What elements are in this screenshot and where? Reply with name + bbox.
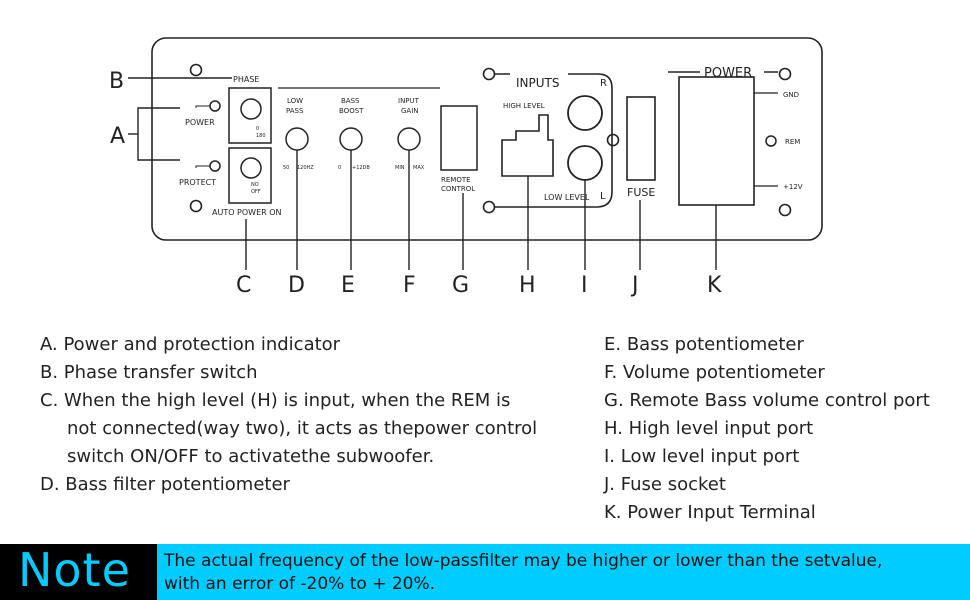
inputs-frame bbox=[495, 73, 613, 208]
callout-f: F bbox=[403, 273, 416, 298]
auto-switch-label-no: NO bbox=[251, 182, 259, 188]
power-input-terminal[interactable] bbox=[678, 76, 755, 206]
legend-item-c: C. When the high level (H) is input, whe… bbox=[40, 390, 511, 411]
legend-item-a: A. Power and protection indicator bbox=[40, 334, 341, 355]
fuse-socket[interactable] bbox=[626, 96, 656, 181]
legend-item-b: B. Phase transfer switch bbox=[40, 362, 258, 383]
screw-hole bbox=[606, 133, 620, 147]
input-gain-label-2: GAIN bbox=[401, 107, 419, 115]
callout-b: B bbox=[109, 69, 124, 94]
legend-item-j: J. Fuse socket bbox=[604, 474, 726, 495]
power-terminal-label: POWER bbox=[704, 66, 752, 81]
phase-switch[interactable] bbox=[228, 87, 272, 144]
remote-control-port[interactable] bbox=[440, 105, 478, 171]
auto-power-switch[interactable] bbox=[228, 147, 272, 204]
rem-led bbox=[765, 135, 777, 147]
note-title-box: Note bbox=[0, 543, 157, 600]
legend-item-c-line2: not connected(way two), it acts as thepo… bbox=[67, 418, 538, 439]
inputs-label: INPUTS bbox=[516, 76, 559, 90]
callout-c: C bbox=[236, 273, 251, 298]
v12-label: +12V bbox=[783, 183, 803, 191]
phase-switch-label-0: 0 bbox=[256, 126, 259, 132]
legend-item-i: I. Low level input port bbox=[604, 446, 800, 467]
rca-left-jack[interactable] bbox=[567, 145, 603, 181]
low-pass-label-2: PASS bbox=[286, 107, 304, 115]
power-led bbox=[209, 100, 221, 112]
screw-hole bbox=[778, 203, 792, 217]
gnd-label: GND bbox=[783, 91, 799, 99]
bass-boost-scale-min: 0 bbox=[338, 165, 341, 171]
low-pass-knob[interactable] bbox=[285, 127, 309, 151]
fuse-label: FUSE bbox=[627, 186, 655, 199]
input-gain-label-1: INPUT bbox=[398, 97, 420, 105]
note-title: Note bbox=[18, 543, 131, 597]
callout-k: K bbox=[707, 273, 722, 298]
low-level-label: LOW LEVEL bbox=[544, 193, 590, 202]
legend-item-d: D. Bass filter potentiometer bbox=[40, 474, 290, 495]
remote-control-label-2: CONTROL bbox=[441, 185, 475, 193]
callout-e: E bbox=[341, 273, 355, 298]
note-text-line1: The actual frequency of the low-passfilt… bbox=[164, 551, 883, 571]
screw-hole bbox=[189, 199, 203, 213]
bass-boost-scale-max: +12DB bbox=[352, 165, 370, 171]
screw-hole bbox=[482, 67, 496, 81]
phase-switch-label-180: 180 bbox=[256, 133, 266, 139]
amplifier-panel-diagram: B PHASE A POWER PROTECT 0 180 NO OFF AUT… bbox=[109, 37, 823, 298]
legend-item-f: F. Volume potentiometer bbox=[604, 362, 825, 383]
callout-g: G bbox=[452, 273, 469, 298]
high-level-label: HIGH LEVEL bbox=[503, 102, 545, 110]
input-gain-knob[interactable] bbox=[397, 127, 421, 151]
screw-hole bbox=[189, 63, 203, 77]
channel-l-label: L bbox=[600, 191, 606, 202]
protect-label: PROTECT bbox=[179, 178, 216, 187]
legend-item-h: H. High level input port bbox=[604, 418, 814, 439]
callout-i: I bbox=[581, 273, 588, 298]
auto-power-on-label: AUTO POWER ON bbox=[212, 208, 282, 217]
bass-boost-knob[interactable] bbox=[339, 127, 363, 151]
protect-led bbox=[209, 160, 221, 172]
legend-item-k: K. Power Input Terminal bbox=[604, 502, 816, 523]
phase-label: PHASE bbox=[233, 75, 259, 84]
legend-left: A. Power and protection indicator B. Pha… bbox=[40, 331, 537, 499]
legend-right: E. Bass potentiometer F. Volume potentio… bbox=[604, 331, 930, 527]
low-pass-scale-min: 50 bbox=[283, 165, 289, 171]
bass-boost-label-2: BOOST bbox=[339, 107, 364, 115]
phase-switch-knob[interactable] bbox=[240, 98, 262, 120]
callout-d: D bbox=[288, 273, 305, 298]
callout-h: H bbox=[519, 273, 536, 298]
bass-boost-label-1: BASS bbox=[341, 97, 360, 105]
callout-j: J bbox=[630, 273, 639, 298]
rca-right-jack[interactable] bbox=[567, 95, 603, 131]
remote-control-label-1: REMOTE bbox=[441, 176, 471, 184]
panel-outline bbox=[151, 37, 823, 241]
rem-label: REM bbox=[785, 138, 800, 146]
legend-item-c-line3: switch ON/OFF to activatethe subwoofer. bbox=[67, 446, 435, 467]
power-label: POWER bbox=[185, 118, 215, 127]
input-gain-scale-max: MAX bbox=[413, 165, 425, 171]
high-level-input-port[interactable] bbox=[501, 114, 554, 177]
callout-a-bracket bbox=[137, 107, 180, 161]
channel-r-label: R bbox=[600, 78, 607, 89]
callout-a: A bbox=[110, 124, 125, 149]
legend-item-e: E. Bass potentiometer bbox=[604, 334, 804, 355]
note-text-line2: with an error of -20% to + 20%. bbox=[164, 574, 436, 594]
screw-hole bbox=[778, 67, 792, 81]
auto-switch-label-off: OFF bbox=[251, 189, 261, 195]
screw-hole bbox=[482, 200, 496, 214]
note-text: The actual frequency of the low-passfilt… bbox=[164, 550, 882, 596]
low-pass-scale-max: 120HZ bbox=[297, 165, 314, 171]
note-banner: Note The actual frequency of the low-pas… bbox=[0, 543, 970, 600]
input-gain-scale-min: MIN bbox=[395, 165, 405, 171]
low-pass-label-1: LOW bbox=[287, 97, 303, 105]
auto-power-switch-knob[interactable] bbox=[240, 157, 262, 179]
legend-item-g: G. Remote Bass volume control port bbox=[604, 390, 930, 411]
